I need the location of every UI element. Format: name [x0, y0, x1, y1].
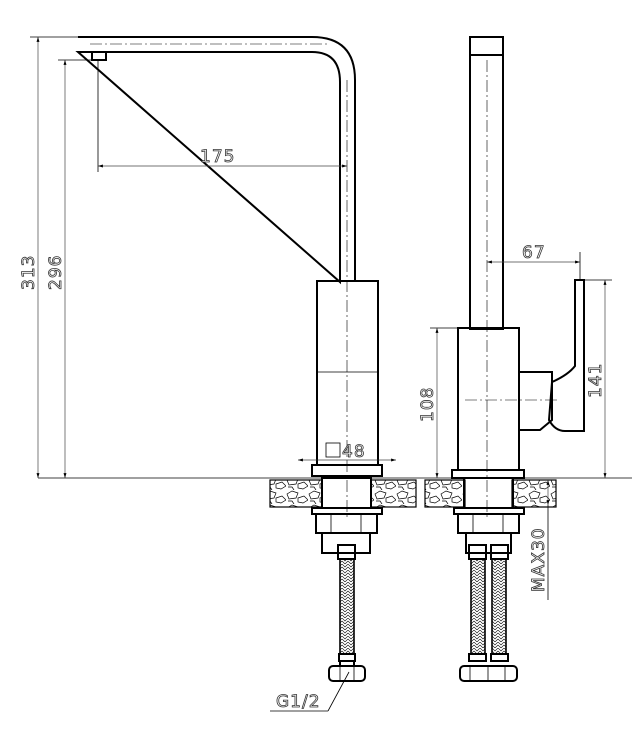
dim-48: 48 [342, 442, 366, 462]
hose [339, 558, 355, 655]
side-body [457, 327, 520, 471]
square-symbol-icon [325, 442, 341, 458]
spout-tube [469, 36, 504, 330]
mount-nut [315, 513, 378, 534]
hose-nut [328, 665, 366, 682]
dim-313: 313 [19, 255, 39, 290]
countertop-right [370, 479, 417, 508]
dim-108: 108 [418, 387, 438, 422]
countertop-right-side [511, 479, 557, 508]
body [316, 280, 379, 466]
base-plate [311, 464, 383, 477]
handle-base [518, 371, 553, 431]
front-view [30, 36, 417, 712]
dim-max30: MAX30 [529, 527, 549, 592]
dim-67: 67 [522, 243, 546, 263]
countertop-left [269, 479, 323, 508]
thread-label: G1/2 [276, 692, 321, 712]
dim-175: 175 [200, 147, 235, 167]
handle-lever [547, 279, 585, 432]
hose-2 [491, 558, 507, 655]
spout [75, 36, 356, 285]
countertop-left-side [424, 479, 466, 508]
side-view [424, 36, 612, 682]
dim-141: 141 [586, 363, 606, 398]
hose-1 [470, 558, 486, 655]
aerator [91, 51, 107, 61]
dim-296: 296 [46, 255, 66, 290]
